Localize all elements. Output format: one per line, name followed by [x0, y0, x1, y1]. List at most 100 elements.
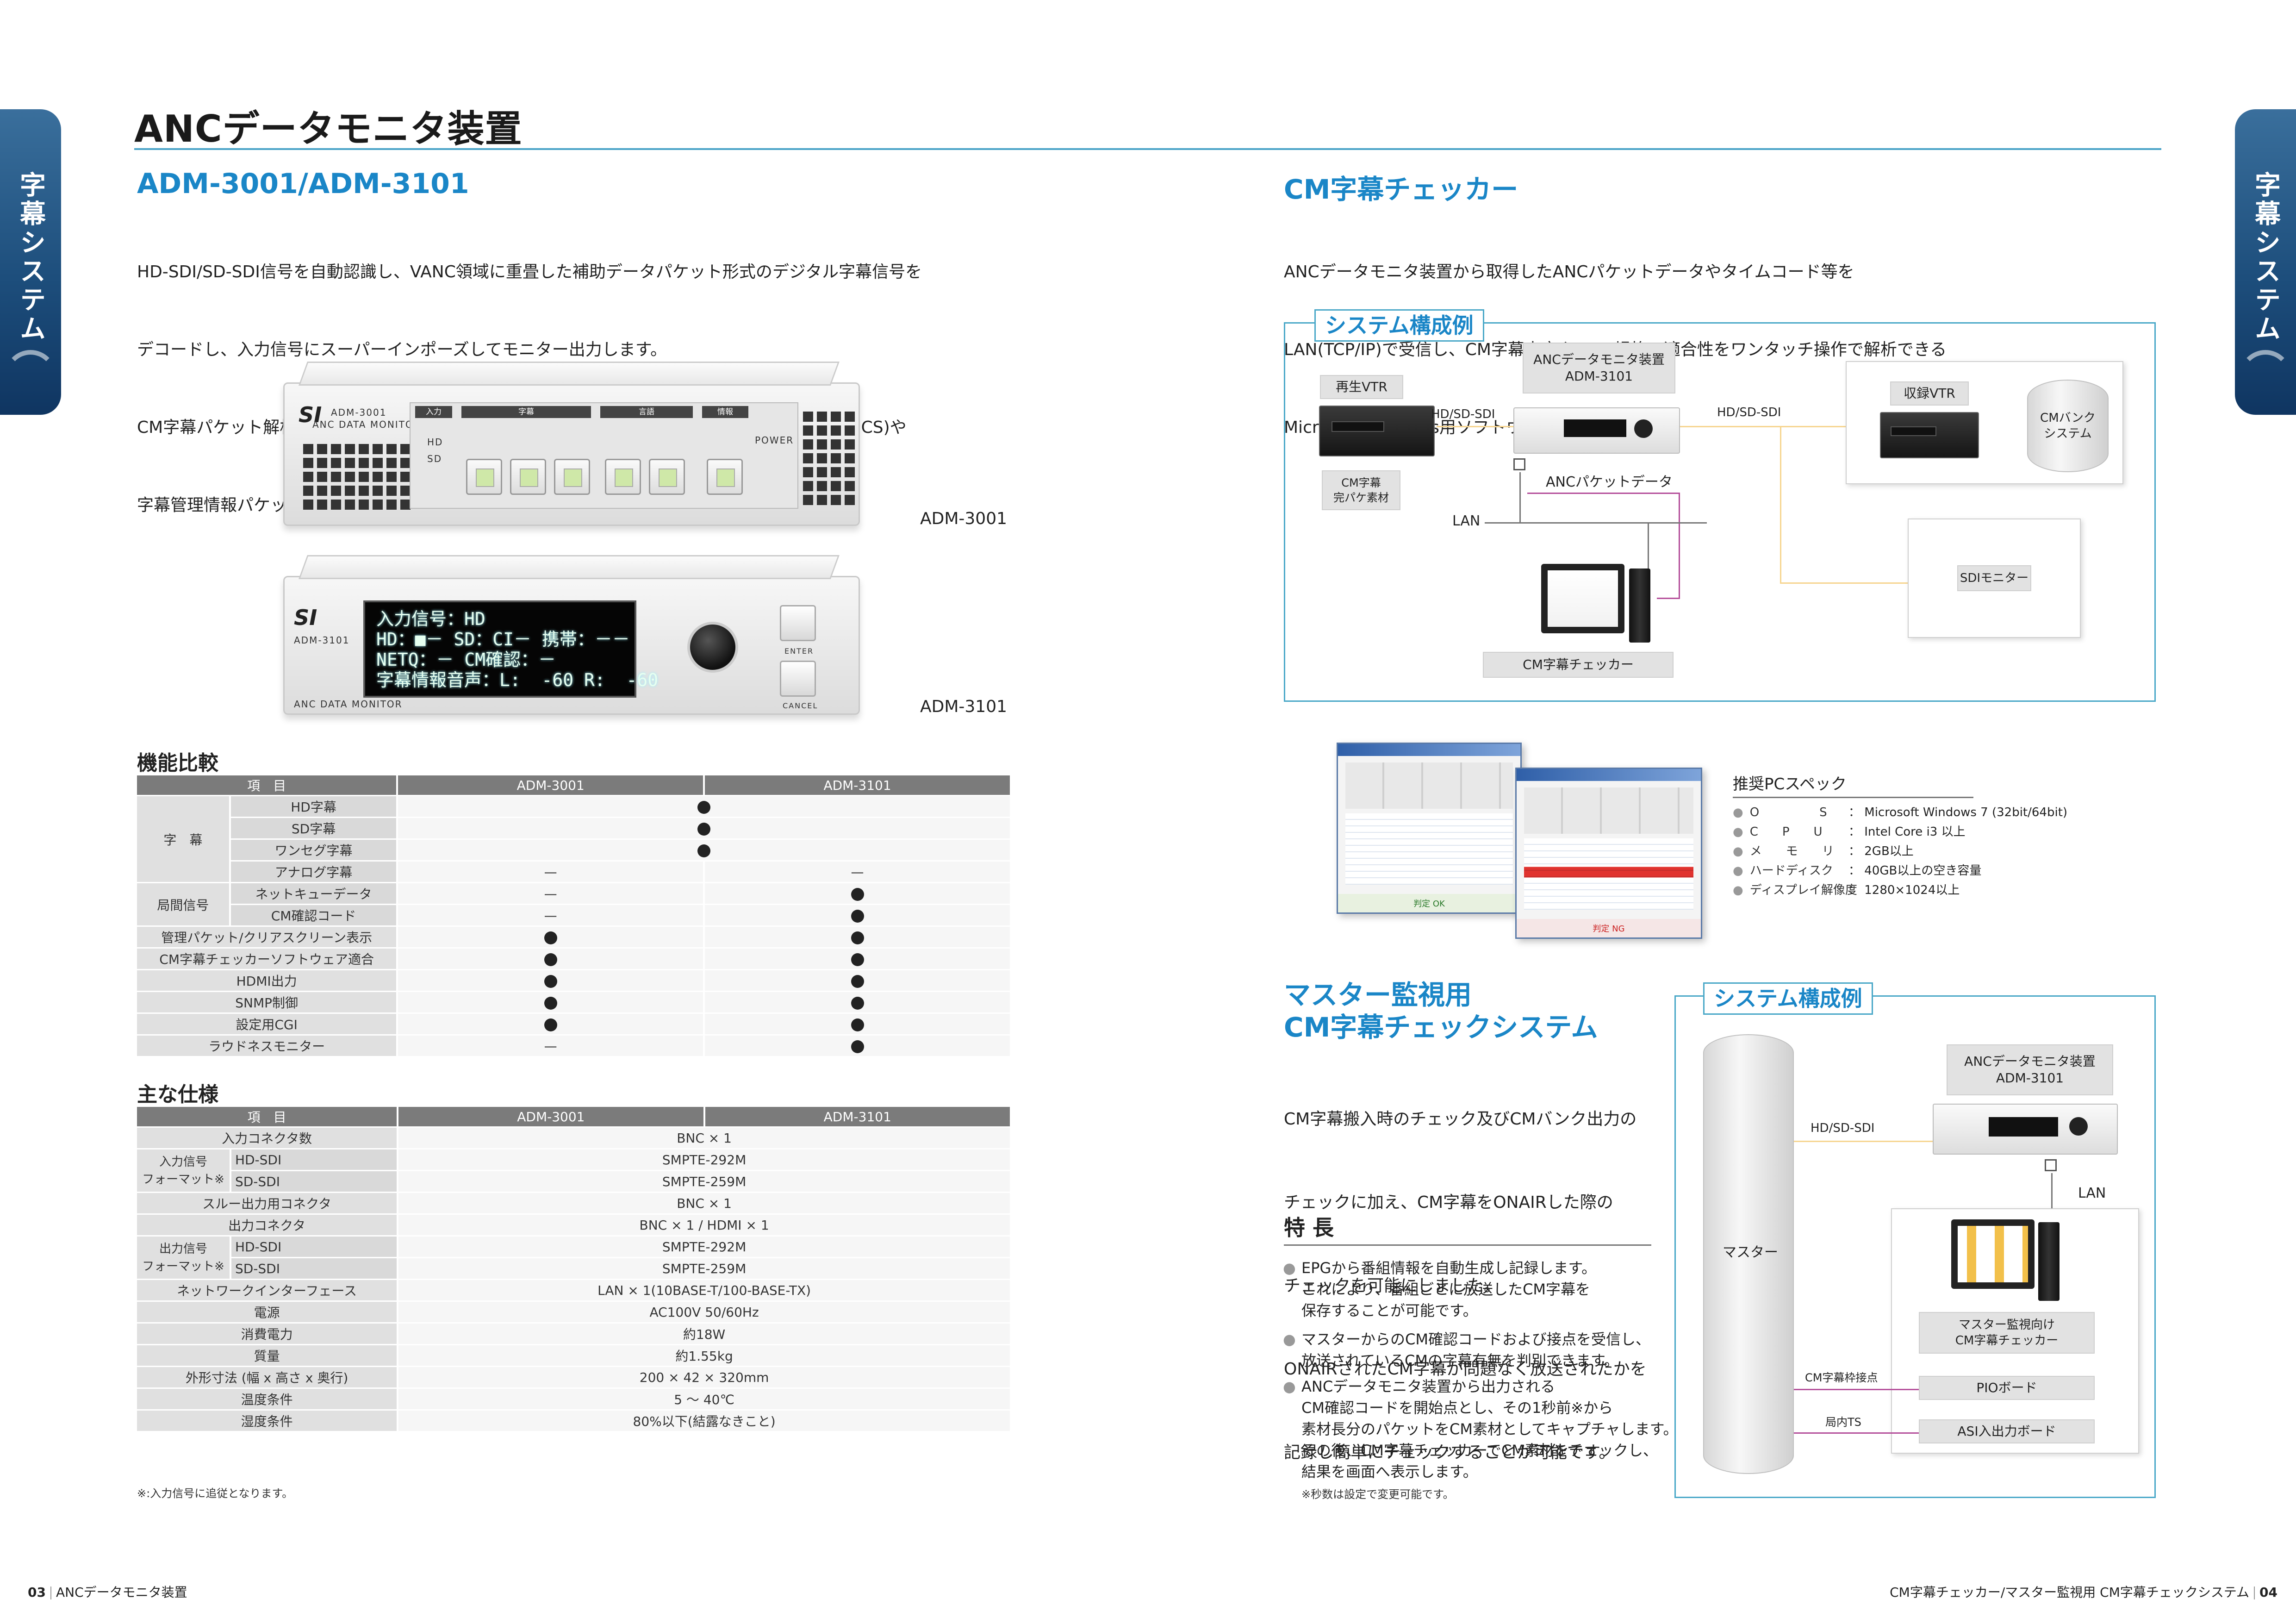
features-note: ※秒数は設定で変更可能です。	[1301, 1488, 1454, 1501]
cm-checker-heading: CM字幕チェッカー	[1284, 174, 1518, 205]
value-cell	[398, 818, 1010, 838]
spec-row: ハードディスク： 40GB以上の空き容量	[1733, 861, 2067, 881]
adm3101-box: ANCデータモニタ装置 ADM-3101	[1947, 1044, 2113, 1095]
row-label: SD字幕	[230, 818, 397, 838]
filled-dot-icon	[851, 931, 864, 944]
row-label: SNMP制御	[137, 992, 397, 1012]
spec-value: ： 2GB以上	[1848, 844, 1914, 858]
table-row: 外形寸法 (幅 x 高さ x 奥行) 200 × 42 × 320mm	[137, 1367, 1010, 1387]
row-label: 設定用CGI	[137, 1014, 397, 1034]
specs-table: 項 目 ADM-3001 ADM-3101 入力コネクタ数 BNC × 1 入力…	[135, 1106, 1012, 1432]
device-logo: SI	[294, 605, 317, 630]
value-cell	[398, 970, 703, 991]
power-label: POWER	[755, 435, 794, 446]
header-cell: ADM-3101	[705, 1107, 1010, 1126]
side-tab-label: 字幕システム	[15, 171, 46, 344]
pc-tower-icon	[2038, 1222, 2060, 1301]
value-cell: —	[398, 905, 703, 925]
footer-divider	[50, 1587, 51, 1599]
row-label: 管理パケット/クリアスクリーン表示	[137, 927, 397, 947]
row-label: 外形寸法 (幅 x 高さ x 奥行)	[137, 1367, 397, 1387]
feature-item: ANCデータモニタ装置から出力される CM確認コードを開始点とし、その1秒前※か…	[1283, 1376, 1678, 1482]
table-row: 入力コネクタ数 BNC × 1	[137, 1128, 1010, 1148]
lang1-key-button[interactable]	[605, 459, 641, 495]
page-number: 04	[2259, 1585, 2277, 1600]
lan-label: LAN	[1452, 513, 1481, 529]
page-title: ANCデータモニタ装置	[134, 107, 523, 150]
table-row: スルー出力用コネクタ BNC × 1	[137, 1193, 1010, 1213]
compare-table: 項 目 ADM-3001 ADM-3101 字 幕 HD字幕 SD字幕 ワンセグ…	[135, 774, 1012, 1057]
sdi-line	[1780, 426, 1781, 583]
table-header-row: 項 目 ADM-3001 ADM-3101	[137, 775, 1010, 795]
software-screenshot-ok: 判定 OK	[1337, 743, 1522, 914]
jog-knob[interactable]	[687, 622, 738, 673]
spec-key: メ モ リ	[1733, 842, 1848, 861]
device-sub-text: ANC DATA MONITOR	[312, 419, 421, 430]
pc-tower-icon	[1629, 568, 1650, 643]
ts-line	[1794, 1432, 1919, 1434]
swoosh-decoration	[2239, 350, 2292, 406]
compare-heading: 機能比較	[137, 751, 218, 775]
row-label: HDMI出力	[137, 970, 397, 991]
row-label: ラウドネスモニター	[137, 1036, 397, 1056]
filled-dot-icon	[544, 931, 557, 944]
value-cell: SMPTE-292M	[398, 1237, 1010, 1257]
table-row: 温度条件 5 ～ 40℃	[137, 1389, 1010, 1409]
master-label: マスター	[1723, 1244, 1778, 1261]
lan-line	[1648, 522, 1649, 568]
value-cell: —	[398, 1036, 703, 1056]
table-row: CM字幕チェッカーソフトウェア適合	[137, 949, 1010, 969]
intro-line: CM字幕搬入時のチェック及びCMバンク出力の	[1284, 1110, 1637, 1129]
value-cell: 約18W	[398, 1324, 1010, 1344]
vtr-icon	[1319, 406, 1435, 456]
lan-port-icon	[1513, 458, 1525, 470]
table-row: ネットワークインターフェース LAN × 1(10BASE-T/100-BASE…	[137, 1280, 1010, 1300]
feature-item: EPGから番組情報を自動生成し記録します。 これにより、番組ごとに放送したCM字…	[1283, 1257, 1596, 1321]
table-row: HDMI出力	[137, 970, 1010, 991]
value-cell	[705, 905, 1010, 925]
table-row: 出力コネクタ BNC × 1 / HDMI × 1	[137, 1215, 1010, 1235]
hd-key-button[interactable]	[466, 459, 502, 495]
row-label: HD-SDI	[231, 1149, 397, 1170]
row-label: 電源	[137, 1302, 397, 1322]
lan-port-icon	[2045, 1159, 2057, 1171]
row-label: CM確認コード	[230, 905, 397, 925]
spec-row: ディスプレイ解像度： 1280×1024以上	[1733, 881, 2067, 900]
pc-spec-list: O S： Microsoft Windows 7 (32bit/64bit) C…	[1733, 803, 2067, 900]
cancel-button[interactable]	[780, 661, 816, 697]
ts-label: 局内TS	[1825, 1416, 1861, 1429]
intro-line: HD-SDI/SD-SDI信号を自動認識し、VANC領域に重畳した補助データパケ…	[137, 262, 922, 281]
pc-spec-heading: 推奨PCスペック	[1733, 771, 1973, 798]
header-cell: ADM-3001	[398, 775, 703, 795]
device-adm3001-image: SI ADM-3001 ANC DATA MONITOR 入力 字幕 言語 情報…	[283, 362, 860, 526]
sd-key-button[interactable]	[510, 459, 546, 495]
value-cell: BNC × 1 / HDMI × 1	[398, 1215, 1010, 1235]
sdi-line	[1680, 426, 1874, 427]
side-tab-right: 字幕システム	[2235, 109, 2296, 415]
value-cell	[398, 796, 1010, 817]
mobile-key-button[interactable]	[554, 459, 590, 495]
anc-line	[1679, 493, 1680, 599]
filled-dot-icon	[851, 953, 864, 966]
table-row: 電源 AC100V 50/60Hz	[137, 1302, 1010, 1322]
spec-value: ： 1280×1024以上	[1848, 883, 1960, 897]
value-cell	[398, 1014, 703, 1034]
features-heading: 特 長	[1284, 1211, 1651, 1246]
spec-value: ： 40GB以上の空き容量	[1848, 864, 1982, 878]
table-row: アナログ字幕 — —	[137, 862, 1010, 882]
group-label: 字幕	[461, 406, 591, 418]
value-cell: —	[398, 862, 703, 882]
footer-divider	[2254, 1587, 2255, 1599]
intro-line: チェックに加え、CM字幕をONAIRした際の	[1284, 1193, 1613, 1212]
pc-monitor-icon	[1951, 1219, 2035, 1289]
info-key-button[interactable]	[707, 459, 743, 495]
header-cell: ADM-3001	[398, 1107, 703, 1126]
sdi-line	[1794, 1141, 1933, 1142]
value-cell: SMPTE-259M	[398, 1171, 1010, 1192]
device-sub-text: ANC DATA MONITOR	[294, 699, 403, 710]
lang2-key-button[interactable]	[649, 459, 685, 495]
enter-button[interactable]	[780, 605, 816, 641]
sdi-line	[1780, 582, 1908, 584]
master-checker-box: マスター監視向け CM字幕チェッカー	[1919, 1312, 2095, 1354]
